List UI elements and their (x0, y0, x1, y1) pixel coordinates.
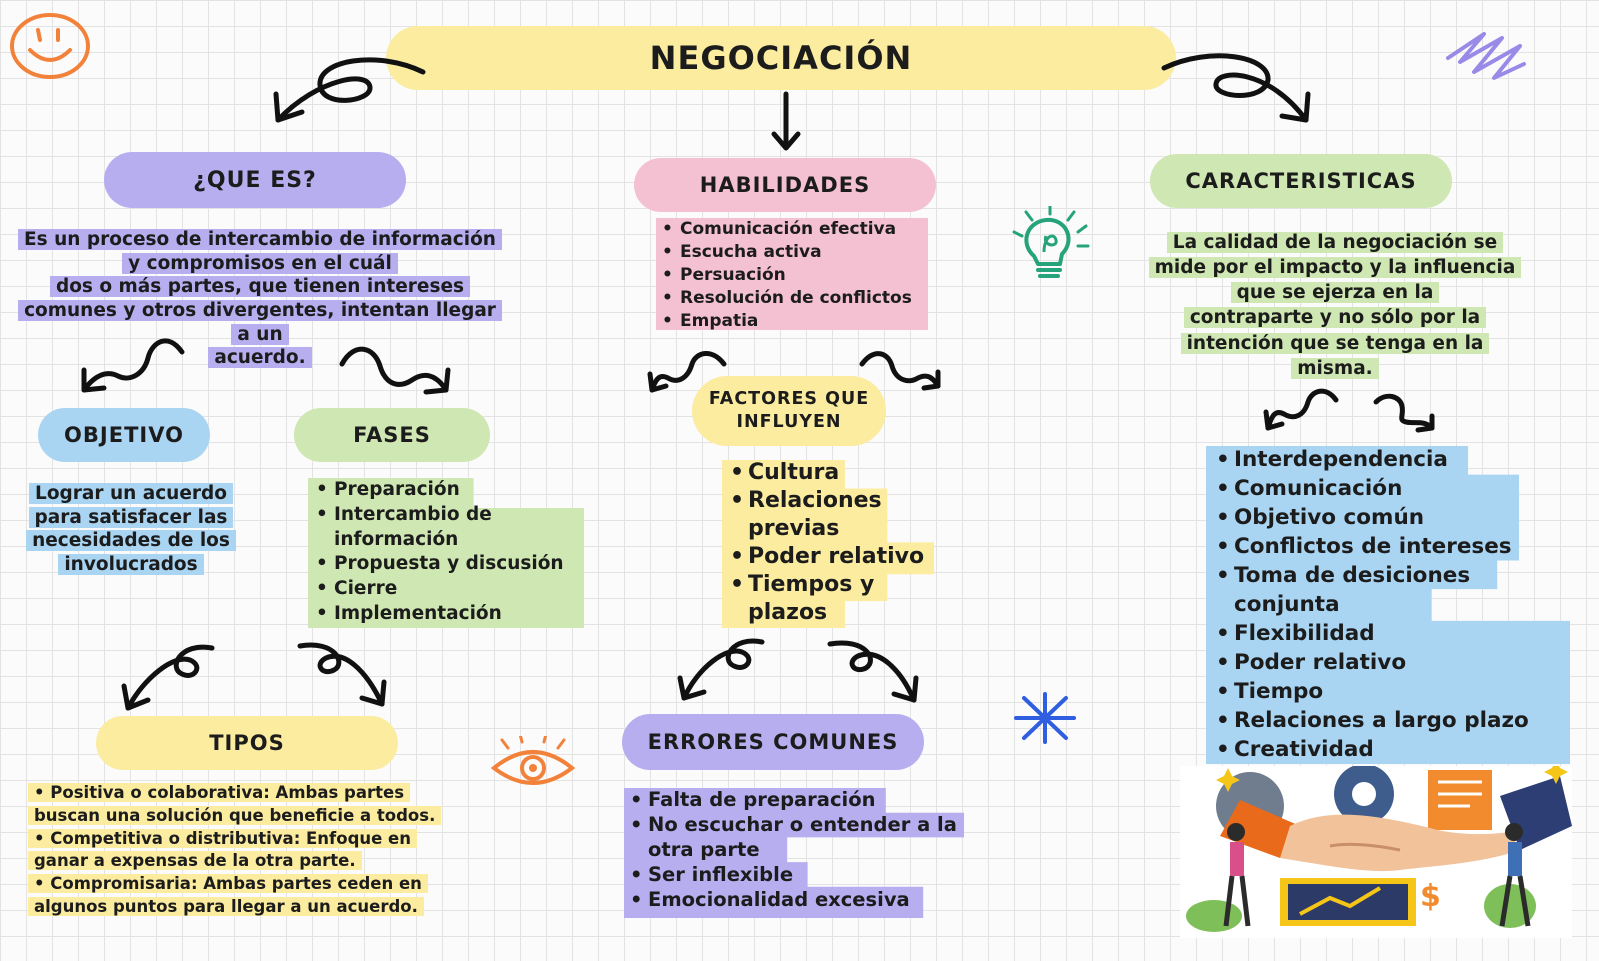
caracteristicas-line: mide por el impacto y la influencia (1148, 257, 1522, 279)
habilidades-item: Escucha activa (656, 241, 946, 264)
factores-heading-line: FACTORES QUE (708, 389, 870, 410)
que-es-line: a un (231, 323, 289, 345)
tipos-text: • Positiva o colaborativa: Ambas partes … (28, 782, 478, 919)
habilidades-list: Comunicación efectiva Escucha activa Per… (656, 218, 946, 334)
caracteristicas-item: Interdependencia (1210, 445, 1570, 474)
caracteristicas-item: Relaciones a largo plazo (1210, 706, 1570, 735)
que-es-line: dos o más partes, que tienen intereses (49, 276, 471, 298)
fases-item: Cierre (310, 577, 590, 602)
arrow-factores-errores-right (827, 640, 919, 703)
habilidades-heading: HABILIDADES (634, 158, 936, 212)
objetivo-line: Lograr un acuerdo (29, 483, 233, 504)
errores-heading-text: ERRORES COMUNES (647, 730, 899, 754)
que-es-heading: ¿QUE ES? (104, 152, 406, 208)
tipos-heading-text: TIPOS (209, 731, 285, 755)
fases-heading-text: FASES (353, 423, 431, 447)
objetivo-line: involucrados (58, 554, 204, 576)
tipos-line: • Competitiva o distributiva: Enfoque en (28, 828, 417, 848)
fases-item: Propuesta y discusión (310, 552, 590, 577)
arrow-factores-errores-left (677, 638, 765, 701)
eye-icon (490, 736, 576, 785)
arrow-hab-factores-right (859, 351, 941, 391)
objetivo-heading-text: OBJETIVO (64, 423, 184, 447)
objetivo-text: Lograr un acuerdo para satisfacer las ne… (16, 482, 246, 577)
habilidades-item: Resolución de conflictos (656, 287, 946, 310)
errores-item: Ser inflexible (624, 863, 970, 888)
fases-heading: FASES (294, 408, 490, 462)
tipos-line: ganar a expensas de la otra parte. (28, 851, 362, 871)
fases-item: Implementación (310, 602, 590, 627)
objetivo-line: para satisfacer las (28, 506, 234, 528)
objetivo-line: necesidades de los (26, 530, 236, 552)
caracteristicas-line: que se ejerza en la (1230, 282, 1440, 304)
svg-text:$: $ (1420, 879, 1441, 914)
caracteristicas-item: Creatividad (1210, 735, 1570, 764)
handshake-illustration: $ (1180, 766, 1572, 938)
fases-item: Preparación (310, 478, 590, 503)
scribble-icon (1446, 32, 1526, 80)
caracteristicas-line: La calidad de la negociación se (1166, 232, 1504, 253)
arrow-fases-tipos-right (297, 642, 387, 707)
tipos-line: algunos puntos para llegar a un acuerdo. (28, 896, 424, 916)
caracteristicas-line: contraparte y no sólo por la (1183, 307, 1487, 329)
factores-item: Poder relativo (724, 543, 936, 571)
tipos-line: • Positiva o colaborativa: Ambas partes (28, 783, 411, 802)
caracteristicas-text: La calidad de la negociación se mide por… (1132, 230, 1538, 381)
que-es-line: comunes y otros divergentes, intentan ll… (18, 300, 502, 322)
arrow-title-down (771, 91, 801, 151)
habilidades-heading-text: HABILIDADES (699, 173, 871, 197)
arrow-car-list-left (1263, 388, 1339, 431)
tipos-line: buscan una solución que beneficie a todo… (28, 805, 442, 825)
caracteristicas-heading-text: CARACTERISTICAS (1185, 169, 1417, 193)
arrow-title-left (273, 57, 426, 123)
que-es-line: y compromisos en el cuál (122, 252, 398, 274)
objetivo-heading: OBJETIVO (38, 408, 210, 462)
factores-heading: FACTORES QUE INFLUYEN (692, 376, 886, 446)
que-es-definition: Es un proceso de intercambio de informac… (10, 228, 510, 370)
tipos-line: • Compromisaria: Ambas partes ceden en (28, 874, 428, 894)
habilidades-item: Empatia (656, 310, 946, 333)
caracteristicas-line: misma. (1291, 357, 1379, 379)
caracteristicas-list: Interdependencia Comunicación Objetivo c… (1210, 445, 1570, 764)
sparkle-icon (1014, 692, 1076, 744)
habilidades-item: Comunicación efectiva (656, 218, 946, 241)
caracteristicas-heading: CARACTERISTICAS (1150, 154, 1452, 208)
que-es-heading-text: ¿QUE ES? (193, 167, 317, 193)
caracteristicas-item: Poder relativo (1210, 648, 1570, 677)
errores-item: Emocionalidad excesiva (624, 888, 970, 913)
errores-heading: ERRORES COMUNES (622, 714, 924, 770)
lightbulb-icon (1012, 206, 1090, 278)
que-es-line: Es un proceso de intercambio de informac… (18, 229, 502, 250)
factores-item: Cultura (724, 459, 936, 487)
arrow-queEs-objetivo (81, 338, 185, 393)
caracteristicas-line: intención que se tenga en la (1180, 332, 1490, 354)
caracteristicas-item: Comunicación (1210, 474, 1570, 503)
errores-item: Falta de preparación (624, 788, 970, 813)
smiley-icon (10, 13, 90, 79)
arrow-queEs-fases (339, 346, 451, 395)
arrow-title-right (1161, 53, 1311, 123)
arrow-car-list-right (1373, 393, 1435, 433)
caracteristicas-item: Objetivo común (1210, 503, 1570, 532)
caracteristicas-item: Tiempo (1210, 677, 1570, 706)
factores-heading-line: INFLUYEN (736, 412, 842, 432)
arrow-hab-factores-left (647, 351, 727, 393)
caracteristicas-item: Conflictos de intereses (1210, 532, 1570, 561)
habilidades-item: Persuación (656, 264, 946, 287)
arrow-fases-tipos (121, 644, 215, 711)
tipos-heading: TIPOS (96, 716, 398, 770)
que-es-line: acuerdo. (208, 347, 312, 369)
main-title-text: NEGOCIACIÓN (649, 39, 913, 77)
main-title: NEGOCIACIÓN (386, 26, 1176, 90)
caracteristicas-item: Flexibilidad (1210, 619, 1570, 648)
errores-list: Falta de preparación No escuchar o enten… (624, 788, 970, 913)
